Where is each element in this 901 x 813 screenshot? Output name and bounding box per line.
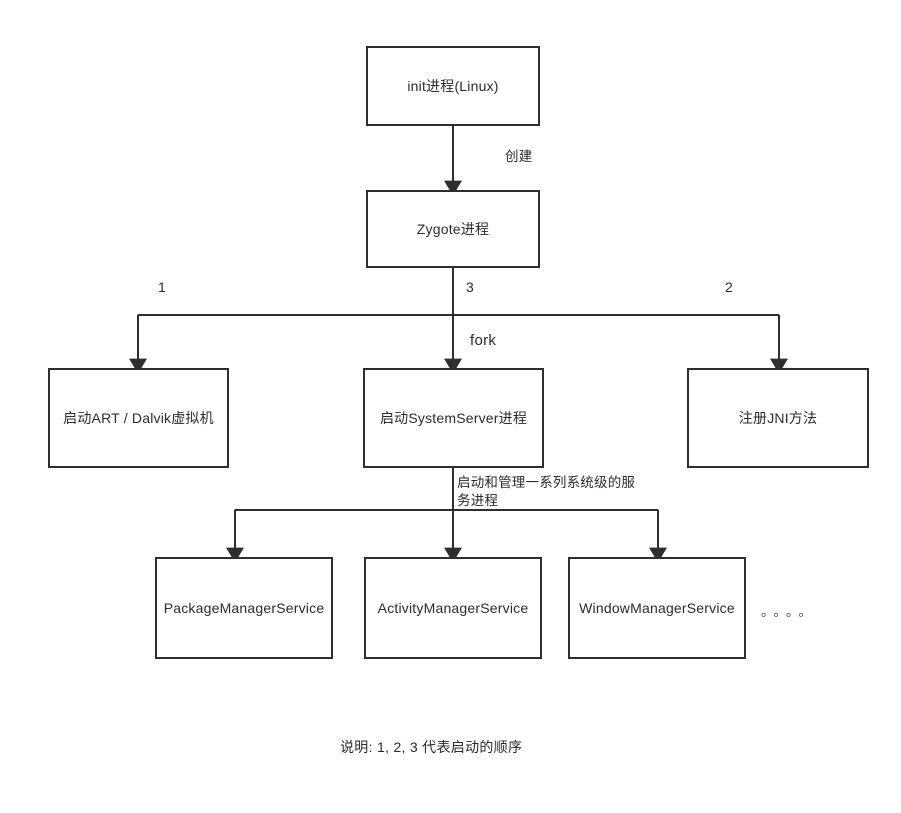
node-start-art-dalvik-vm[interactable]: 启动ART / Dalvik虚拟机 [48,368,229,468]
node-zygote-process[interactable]: Zygote进程 [366,190,540,268]
node-activity-manager-service[interactable]: ActivityManagerService [364,557,542,659]
edge-label-sequence-3: 3 [466,279,474,295]
node-init-process[interactable]: init进程(Linux) [366,46,540,126]
edge-label-start-manage-system-services: 启动和管理一系列系统级的服 务进程 [457,475,636,509]
edge-label-create: 创建 [505,149,533,164]
node-start-system-server-process[interactable]: 启动SystemServer进程 [363,368,544,468]
connector-zygote-fork-bus [138,268,779,316]
node-package-manager-service-label: PackageManagerService [163,599,325,616]
node-package-manager-service[interactable]: PackageManagerService [155,557,333,659]
edge-label-sequence-1: 1 [158,279,166,295]
node-window-manager-service-label: WindowManagerService [579,599,735,616]
node-init-process-label: init进程(Linux) [407,77,499,94]
node-activity-manager-service-label: ActivityManagerService [377,599,529,616]
node-window-manager-service[interactable]: WindowManagerService [568,557,746,659]
edge-label-fork: fork [470,332,497,349]
node-register-jni-methods-label: 注册JNI方法 [738,409,818,426]
node-register-jni-methods[interactable]: 注册JNI方法 [687,368,869,468]
more-services-ellipsis: 。。。。 [761,604,818,619]
node-start-system-server-process-label: 启动SystemServer进程 [379,409,528,426]
node-zygote-process-label: Zygote进程 [416,220,490,237]
edge-label-sequence-2: 2 [725,279,733,295]
diagram-caption: 说明: 1, 2, 3 代表启动的顺序 [340,739,523,755]
node-start-art-dalvik-vm-label: 启动ART / Dalvik虚拟机 [63,409,214,426]
